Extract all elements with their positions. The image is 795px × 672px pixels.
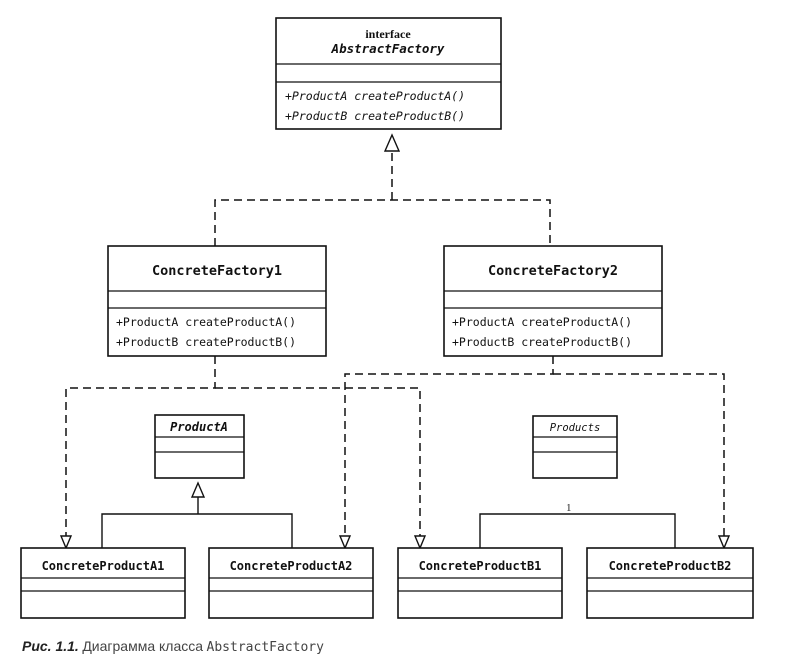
class-abstract-factory: interface AbstractFactory +ProductA crea… bbox=[275, 17, 502, 130]
class-concrete-factory-2: ConcreteFactory2 +ProductA createProduct… bbox=[443, 245, 663, 357]
realization-arrowhead bbox=[383, 133, 401, 152]
class-name: ProductA bbox=[170, 420, 228, 434]
class-concrete-product-b1: ConcreteProductB1 bbox=[397, 547, 563, 619]
method: +ProductB createProductB() bbox=[285, 109, 465, 123]
dependency-arrowhead bbox=[717, 535, 731, 550]
generalization-arrowhead bbox=[190, 481, 206, 498]
class-name: Products bbox=[550, 422, 601, 434]
method: +ProductA createProductA() bbox=[452, 315, 632, 329]
class-name: AbstractFactory bbox=[331, 41, 445, 56]
class-concrete-factory-1: ConcreteFactory1 +ProductA createProduct… bbox=[107, 245, 327, 357]
dependencies-factory-2 bbox=[338, 356, 731, 550]
class-name: ConcreteFactory2 bbox=[488, 263, 618, 279]
figure-number: Рис. 1.1. bbox=[22, 638, 79, 654]
multiplicity-label: 1 bbox=[566, 502, 572, 514]
class-products: Products bbox=[532, 415, 618, 479]
stereotype-label: interface bbox=[365, 27, 411, 41]
generalization-product-a bbox=[101, 481, 293, 548]
dependency-arrowhead bbox=[338, 535, 352, 550]
class-name: ConcreteProductB2 bbox=[609, 559, 732, 573]
class-concrete-product-a2: ConcreteProductA2 bbox=[208, 547, 374, 619]
association-products-b: 1 bbox=[479, 502, 676, 548]
class-name: ConcreteProductA1 bbox=[42, 559, 165, 573]
class-name: ConcreteFactory1 bbox=[152, 263, 282, 279]
class-name: ConcreteProductA2 bbox=[230, 559, 353, 573]
figure-caption-text: Диаграмма класса bbox=[82, 638, 204, 654]
dependency-arrowhead bbox=[59, 535, 73, 550]
class-concrete-product-b2: ConcreteProductB2 bbox=[586, 547, 754, 619]
class-name: ConcreteProductB1 bbox=[419, 559, 542, 573]
method: +ProductA createProductA() bbox=[116, 315, 296, 329]
dependency-arrowhead bbox=[413, 535, 427, 550]
method: +ProductB createProductB() bbox=[116, 335, 296, 349]
class-product-a: ProductA bbox=[154, 414, 245, 479]
dependencies-factory-1 bbox=[59, 356, 427, 550]
method: +ProductB createProductB() bbox=[452, 335, 632, 349]
figure-caption: Рис. 1.1. Диаграмма класса AbstractFacto… bbox=[22, 638, 324, 656]
realization-factories bbox=[214, 133, 551, 246]
class-concrete-product-a1: ConcreteProductA1 bbox=[20, 547, 186, 619]
figure-caption-class-name: AbstractFactory bbox=[206, 640, 324, 655]
method: +ProductA createProductA() bbox=[285, 89, 465, 103]
